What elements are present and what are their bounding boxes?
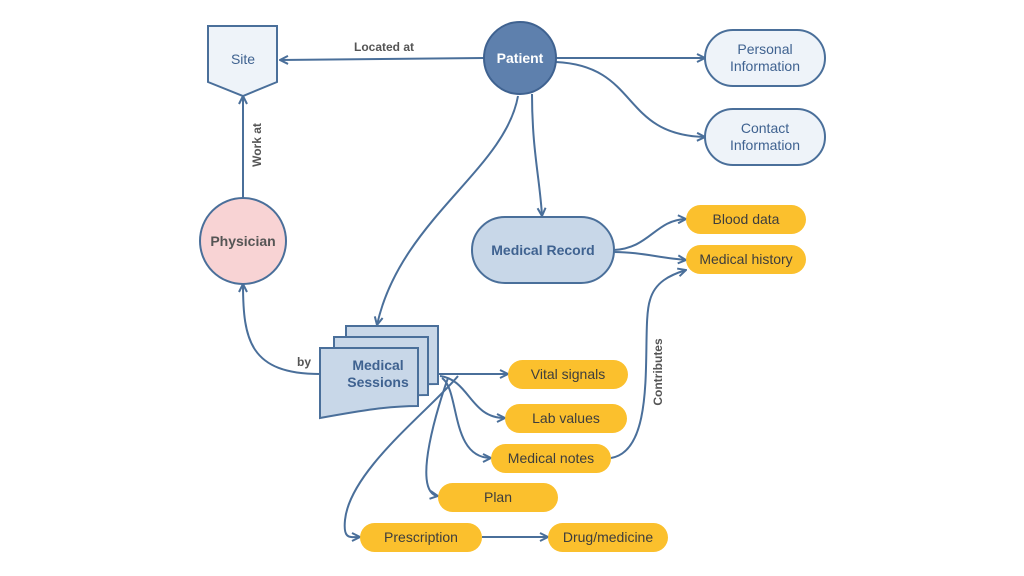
medical-history-label: Medical history — [699, 251, 792, 267]
node-site[interactable]: Site — [207, 25, 278, 98]
lab-values-label: Lab values — [532, 410, 600, 426]
medical-sessions-label-line2: Sessions — [347, 374, 409, 390]
node-physician[interactable]: Physician — [199, 197, 287, 285]
edge-sessions-plan — [425, 377, 449, 496]
node-patient[interactable]: Patient — [483, 21, 557, 95]
edge-label-by: by — [297, 355, 311, 369]
blood-data-label: Blood data — [713, 211, 780, 227]
node-personal-information[interactable]: Personal Information — [704, 29, 826, 87]
edge-sessions-physician — [243, 284, 321, 375]
edge-patient-medical-record — [531, 93, 542, 216]
edge-patient-site — [280, 58, 485, 60]
node-medical-record[interactable]: Medical Record — [471, 216, 615, 284]
edge-label-located-at: Located at — [354, 40, 414, 54]
medical-record-label: Medical Record — [491, 242, 594, 258]
node-medical-sessions[interactable]: Medical Sessions — [319, 325, 439, 420]
edge-record-history — [613, 251, 686, 260]
drug-medicine-label: Drug/medicine — [563, 529, 653, 545]
node-medical-notes[interactable]: Medical notes — [491, 444, 611, 473]
edge-sessions-lab — [439, 375, 505, 418]
plan-label: Plan — [484, 489, 512, 505]
node-prescription[interactable]: Prescription — [360, 523, 482, 552]
edge-patient-medical-sessions — [377, 95, 519, 325]
personal-information-label-line2: Information — [730, 58, 800, 74]
vital-signals-label: Vital signals — [531, 366, 605, 382]
edge-sessions-notes — [441, 377, 491, 458]
edge-sessions-prescription — [343, 375, 459, 537]
medical-notes-label: Medical notes — [508, 450, 594, 466]
edge-notes-history — [610, 270, 686, 459]
node-contact-information[interactable]: Contact Information — [704, 108, 826, 166]
contact-information-label-line2: Information — [730, 137, 800, 153]
prescription-label: Prescription — [384, 529, 458, 545]
site-label: Site — [231, 51, 255, 67]
node-blood-data[interactable]: Blood data — [686, 205, 806, 234]
medical-sessions-label: Medical — [352, 357, 403, 373]
physician-label: Physician — [210, 233, 275, 249]
edge-record-blood — [613, 219, 686, 251]
node-lab-values[interactable]: Lab values — [505, 404, 627, 433]
node-medical-history[interactable]: Medical history — [686, 245, 806, 274]
patient-label: Patient — [497, 50, 544, 66]
personal-information-label: Personal — [737, 41, 792, 57]
node-drug-medicine[interactable]: Drug/medicine — [548, 523, 668, 552]
node-vital-signals[interactable]: Vital signals — [508, 360, 628, 389]
node-plan[interactable]: Plan — [438, 483, 558, 512]
edge-label-contributes: Contributes — [651, 338, 665, 406]
edge-patient-contact-info — [555, 61, 705, 137]
contact-information-label: Contact — [741, 120, 789, 136]
edge-label-work-at: Work at — [250, 123, 264, 167]
